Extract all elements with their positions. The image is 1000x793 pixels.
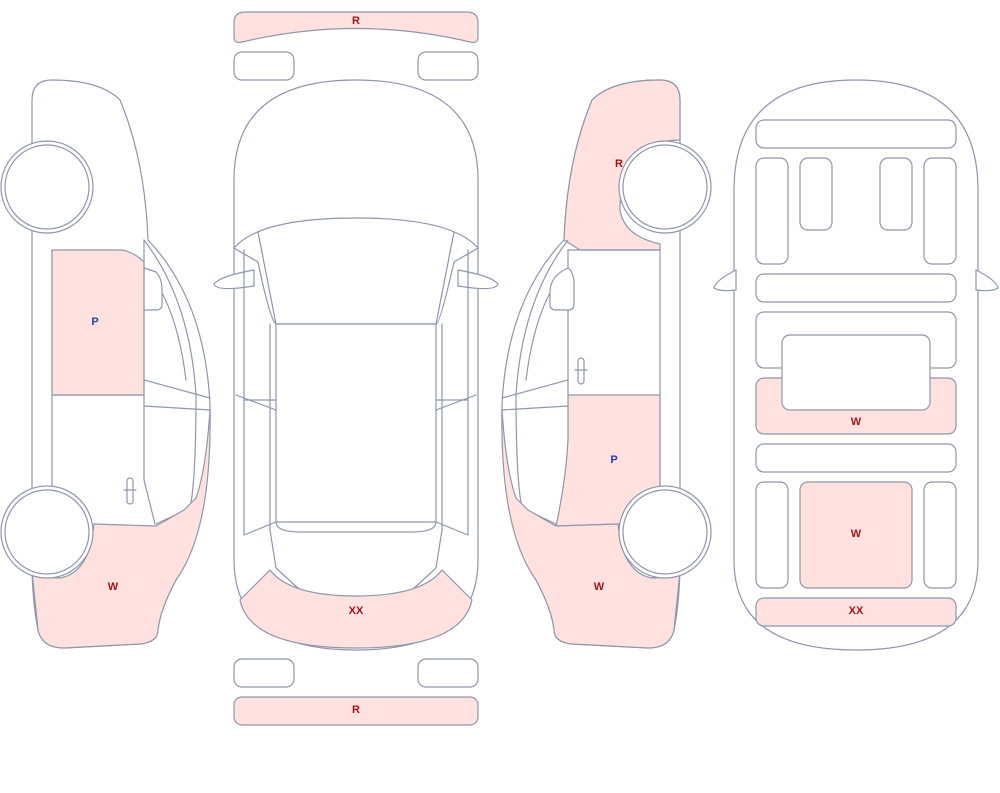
interior-panel-left-b[interactable] — [799, 157, 833, 231]
interior-floor-front-label: XX — [849, 605, 864, 617]
taillight-left[interactable] — [233, 658, 295, 688]
rear-bumper-label: R — [352, 704, 360, 716]
interior-roof-middle-label: W — [851, 416, 862, 428]
left-front-wheel[interactable] — [0, 485, 94, 579]
interior-panel-lower-right[interactable] — [923, 481, 957, 589]
right-front-fender-label: W — [594, 581, 605, 593]
interior-panel-lower-left[interactable] — [755, 481, 789, 589]
left-front-fender-label: W — [108, 581, 119, 593]
left-rear-door-panel[interactable] — [51, 249, 145, 396]
right-rear-wheel[interactable] — [618, 140, 712, 234]
interior-panel-right-a[interactable] — [923, 157, 957, 265]
left-rear-door-label: P — [91, 316, 98, 328]
rear-windshield-label: XX — [349, 605, 364, 617]
right-rear-fender[interactable] — [563, 79, 681, 251]
right-rear-fender-label: R — [615, 158, 623, 170]
front-windshield[interactable] — [233, 217, 479, 325]
left-mirror[interactable] — [143, 267, 163, 311]
left-rear-wheel[interactable] — [0, 140, 94, 234]
rear-bumper-strip[interactable] — [233, 696, 479, 726]
interior-mirror-right[interactable] — [975, 269, 999, 292]
front-bumper-label: R — [352, 15, 360, 27]
interior-panel-left-a[interactable] — [755, 157, 789, 265]
interior-floor-front[interactable] — [755, 597, 957, 627]
interior-mirror-left[interactable] — [713, 269, 737, 292]
headlight-right[interactable] — [417, 51, 479, 81]
right-mirror[interactable] — [549, 267, 575, 311]
interior-floor-rear-label: W — [851, 528, 862, 540]
left-door-handle[interactable] — [126, 477, 134, 505]
interior-panel-right-b[interactable] — [879, 157, 913, 231]
car-interior-view — [713, 79, 999, 651]
interior-floor-rear[interactable] — [799, 481, 913, 589]
interior-panel-lower[interactable] — [755, 443, 957, 473]
left-front-fender[interactable] — [31, 409, 211, 649]
car-left-side-view — [0, 79, 211, 649]
interior-sunroof[interactable] — [781, 334, 931, 411]
right-front-wheel[interactable] — [618, 485, 712, 579]
right-front-fender[interactable] — [501, 409, 681, 649]
interior-panel-front[interactable] — [755, 119, 957, 149]
right-door-handle[interactable] — [577, 357, 585, 385]
interior-panel-middle-top[interactable] — [755, 273, 957, 303]
car-top-view — [213, 79, 499, 651]
roof[interactable] — [275, 323, 437, 523]
right-front-door-label: P — [610, 454, 617, 466]
taillight-right[interactable] — [417, 658, 479, 688]
front-bumper-strip[interactable] — [233, 11, 479, 44]
headlight-left[interactable] — [233, 51, 295, 81]
rear-windshield[interactable] — [239, 569, 473, 649]
car-right-side-view — [501, 79, 712, 649]
